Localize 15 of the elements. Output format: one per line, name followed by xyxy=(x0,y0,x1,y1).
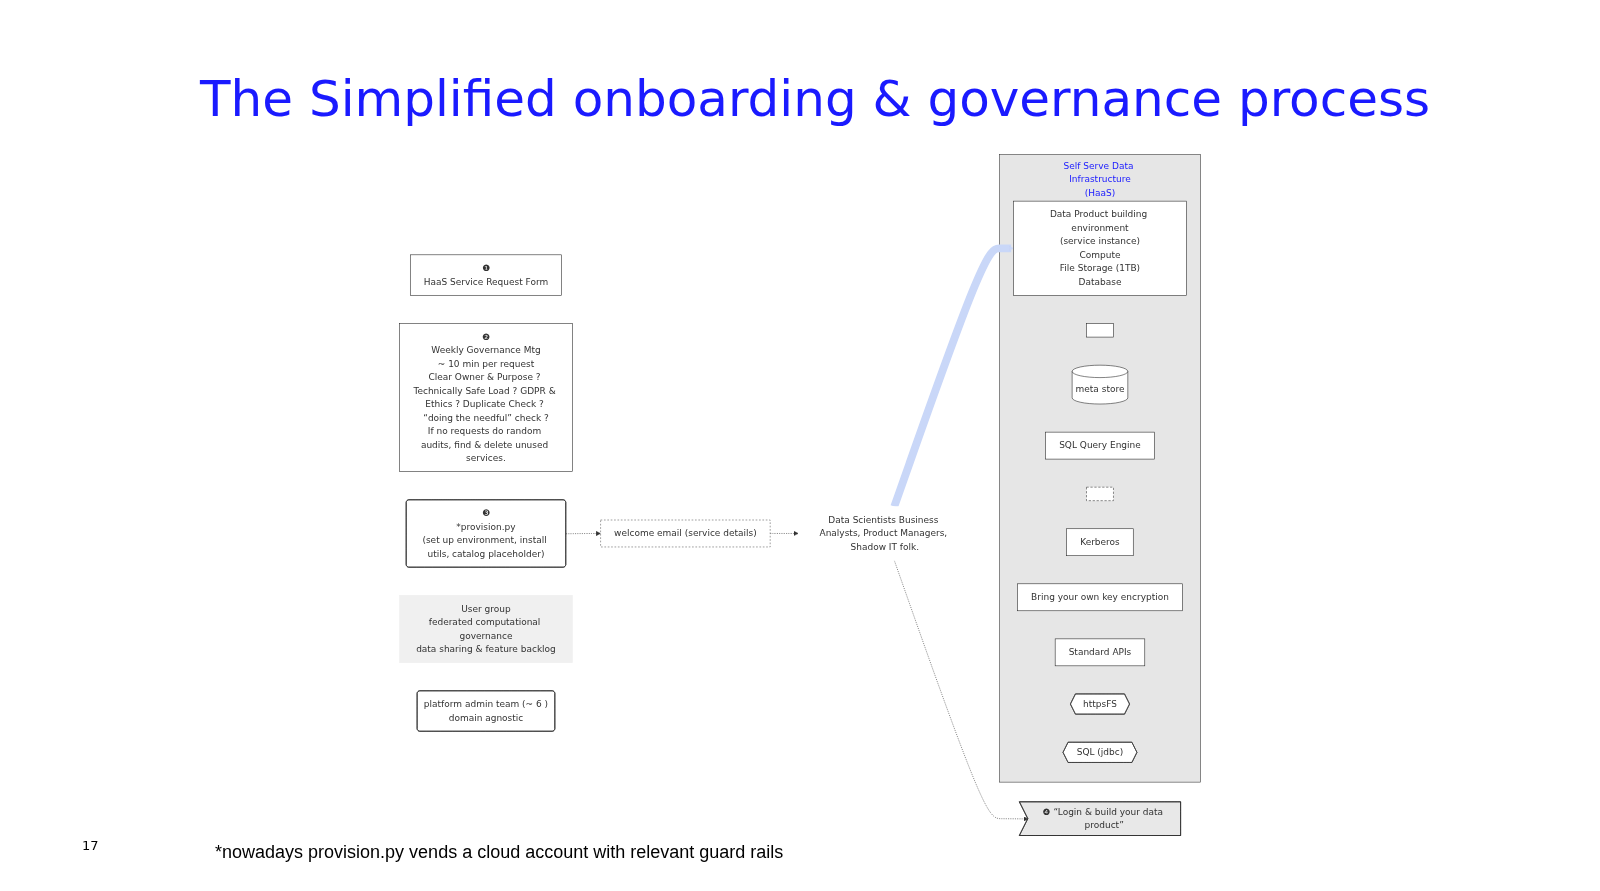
arrow xyxy=(890,244,1014,508)
node-box: Kerberos xyxy=(1066,528,1134,556)
node-box xyxy=(1086,323,1114,338)
node-box: Standard APIs xyxy=(1054,638,1146,667)
node-box: SQL Query Engine xyxy=(1045,431,1155,460)
node-box: ❷ Weekly Governance Mtg ~ 10 min per request Clear Owner & Purpose ? Technically Safe Load ? GDPR & Ethics ? Duplicate Check ? “doing the needful” check ? If no requests do random audits, find & delete unused services. xyxy=(399,323,573,472)
footnote: *nowadays provision.py vends a cloud account with relevant guard rails xyxy=(215,842,784,863)
node-box: Data Product building environment (service instance) Compute File Storage (1TB) Database xyxy=(1013,200,1187,296)
node-box: welcome email (service details) xyxy=(600,519,771,548)
node-box xyxy=(1086,486,1114,501)
node-text: Data Scientists Business Analysts, Product Managers, Shadow IT folk. xyxy=(819,514,948,553)
page-number: 17 xyxy=(82,838,99,853)
title: The Simplified onboarding & governance process xyxy=(200,70,1431,128)
node-box: Bring your own key encryption xyxy=(1017,583,1183,612)
node-box: ❶ HaaS Service Request Form xyxy=(410,254,562,296)
